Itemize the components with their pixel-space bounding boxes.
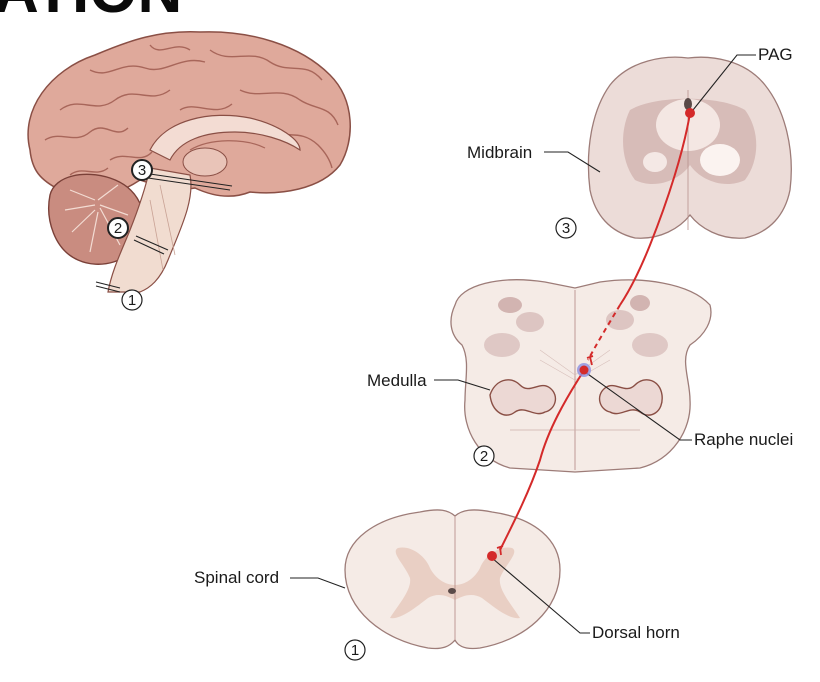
svg-text:2: 2 [480, 448, 488, 465]
descending-pathway [487, 108, 695, 561]
spinal-cord-label: Spinal cord [194, 568, 279, 587]
brain-sagittal-illustration: 3 2 1 [27, 30, 351, 311]
brainstem [107, 167, 192, 293]
medulla-label: Medulla [367, 371, 427, 390]
medulla-to-spinal-axon [499, 371, 584, 551]
pag-to-medulla-axon [619, 112, 691, 306]
svg-text:3: 3 [138, 162, 146, 179]
midbrain-cross-section [587, 56, 792, 239]
page-heading: ATION [0, 0, 182, 26]
corpus-callosum [149, 114, 301, 161]
spinal-cord-number-marker: 1 [344, 639, 366, 661]
gyri-pattern [44, 44, 339, 176]
spinal-gray-matter [390, 547, 520, 619]
medulla-number-marker: 2 [473, 445, 495, 467]
raphe-neuron [579, 365, 589, 375]
svg-text:3: 3 [562, 220, 570, 237]
brain-level-marker-2: 2 [107, 217, 129, 239]
svg-text:1: 1 [351, 642, 359, 659]
brain-level-marker-3: 3 [131, 159, 153, 181]
spinal-cord-cross-section [344, 509, 561, 650]
pag-neuron [685, 108, 695, 118]
midbrain-number-marker: 3 [555, 217, 577, 239]
midbrain-label: Midbrain [467, 143, 532, 162]
svg-text:1: 1 [128, 292, 136, 309]
svg-text:2: 2 [114, 220, 122, 237]
raphe-nuclei-label: Raphe nuclei [694, 430, 793, 449]
pag-label: PAG [758, 45, 793, 64]
dorsal-horn-neuron [487, 551, 497, 561]
brain-level-marker-1: 1 [121, 289, 143, 311]
dorsal-horn-label: Dorsal horn [592, 623, 680, 642]
